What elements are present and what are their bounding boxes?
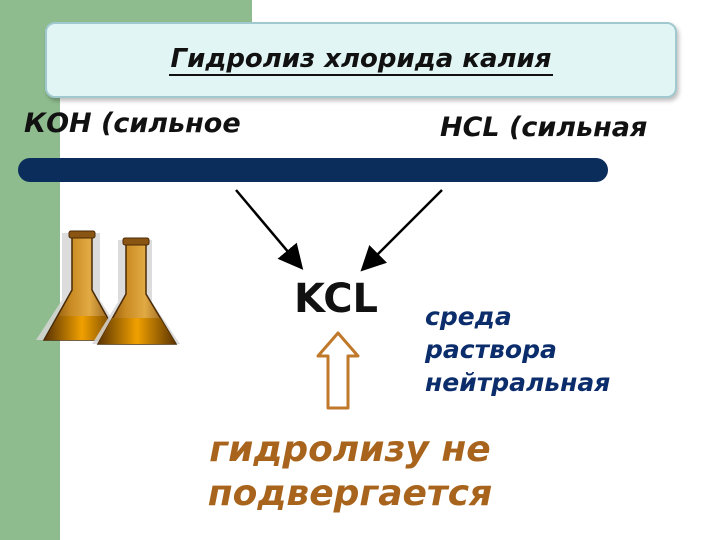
medium-line: среда: [425, 302, 512, 331]
arrow-base-to-product: [235, 189, 304, 270]
divider-bar: [18, 158, 608, 182]
result-line: гидролизу не: [209, 429, 491, 470]
base-label: КОН (сильное: [24, 108, 241, 139]
arrow-acid-to-product: [360, 189, 443, 272]
up-arrow-icon: [316, 331, 360, 410]
title-box: Гидролиз хлорида калия: [45, 22, 677, 98]
medium-line: нейтральная: [425, 368, 611, 397]
result-line: подвергается: [207, 473, 493, 514]
flask-icon: [92, 237, 180, 345]
medium-line: раствора: [425, 335, 557, 364]
result-note: гидролизу не подвергается: [190, 428, 510, 516]
medium-note: среда раствора нейтральная: [425, 300, 685, 399]
page-title: Гидролиз хлорида калия: [168, 44, 554, 76]
product-label: KCL: [294, 276, 379, 322]
acid-label: HCL (сильная: [440, 112, 648, 143]
